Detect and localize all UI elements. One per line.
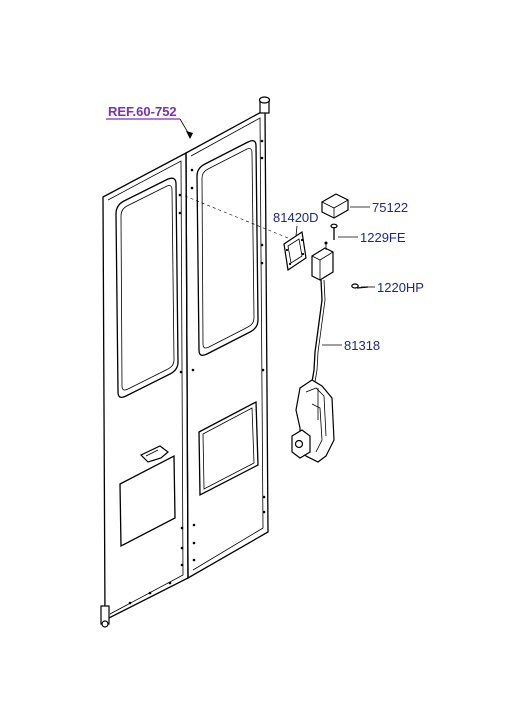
- label-1220HP[interactable]: 1220HP: [377, 280, 424, 295]
- part-75122: 75122: [321, 193, 408, 219]
- part-81318: 81318: [291, 279, 380, 463]
- right-door-panel: [185, 96, 271, 580]
- left-door-panel: [100, 151, 189, 628]
- label-75122[interactable]: 75122: [372, 200, 408, 215]
- part-1220HP: 1220HP: [351, 280, 424, 295]
- latch-body: [311, 241, 334, 281]
- part-81420D: 81420D: [273, 210, 319, 272]
- reference-label[interactable]: REF.60-752: [108, 104, 177, 119]
- label-1229FE[interactable]: 1229FE: [360, 230, 406, 245]
- label-81318[interactable]: 81318: [344, 338, 380, 353]
- part-1229FE: 1229FE: [330, 223, 406, 245]
- label-81420D[interactable]: 81420D: [273, 210, 319, 225]
- reference-callout: REF.60-752: [106, 104, 193, 139]
